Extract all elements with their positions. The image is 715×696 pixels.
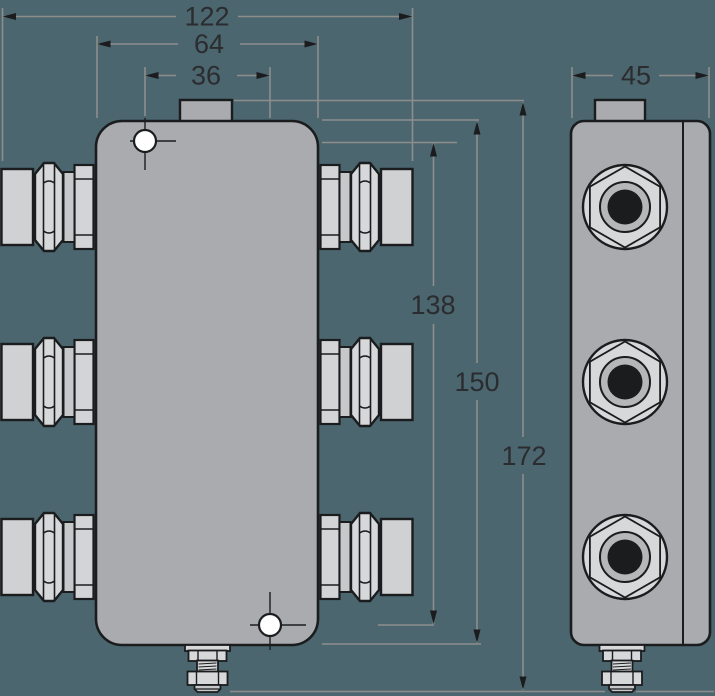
dim-label-body-width: 64 bbox=[194, 29, 224, 59]
hole-circle bbox=[257, 612, 283, 638]
cable-gland-right-bottom bbox=[319, 511, 414, 603]
dim-label-overall-width: 122 bbox=[184, 2, 229, 32]
gland-port-bottom bbox=[581, 513, 669, 601]
cable-gland-right-top bbox=[319, 161, 414, 253]
gland-port-top bbox=[581, 163, 669, 251]
dim-label-hole-offset: 36 bbox=[191, 61, 221, 91]
dim-label-overall-height: 172 bbox=[501, 441, 546, 471]
dimension-labels: 122 64 36 45 138 150 172 bbox=[184, 2, 651, 472]
cable-gland-left-top bbox=[0, 161, 95, 253]
mounting-hole-top bbox=[130, 118, 176, 170]
cable-gland-left-middle bbox=[0, 336, 95, 428]
dim-label-hole-span: 138 bbox=[410, 290, 455, 320]
vent-plug-front bbox=[184, 644, 231, 693]
front-enclosure-body bbox=[94, 119, 320, 647]
dim-label-depth: 45 bbox=[621, 61, 651, 91]
gland-port-middle bbox=[581, 338, 669, 426]
mounting-hole-bottom bbox=[250, 592, 306, 650]
front-view bbox=[0, 98, 414, 693]
dim-label-body-height: 150 bbox=[454, 367, 499, 397]
dimension-lines bbox=[2, 13, 709, 690]
side-view bbox=[569, 98, 712, 693]
cable-gland-left-bottom bbox=[0, 511, 95, 603]
cable-gland-right-middle bbox=[319, 336, 414, 428]
vent-plug-side bbox=[598, 644, 646, 693]
hole-circle bbox=[132, 128, 158, 154]
